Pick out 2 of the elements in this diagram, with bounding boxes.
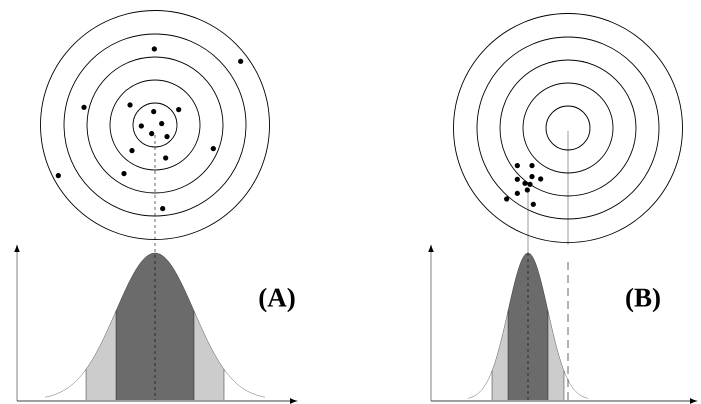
panel-label: (B) [626, 288, 660, 312]
panel-label: (A) [259, 288, 295, 312]
